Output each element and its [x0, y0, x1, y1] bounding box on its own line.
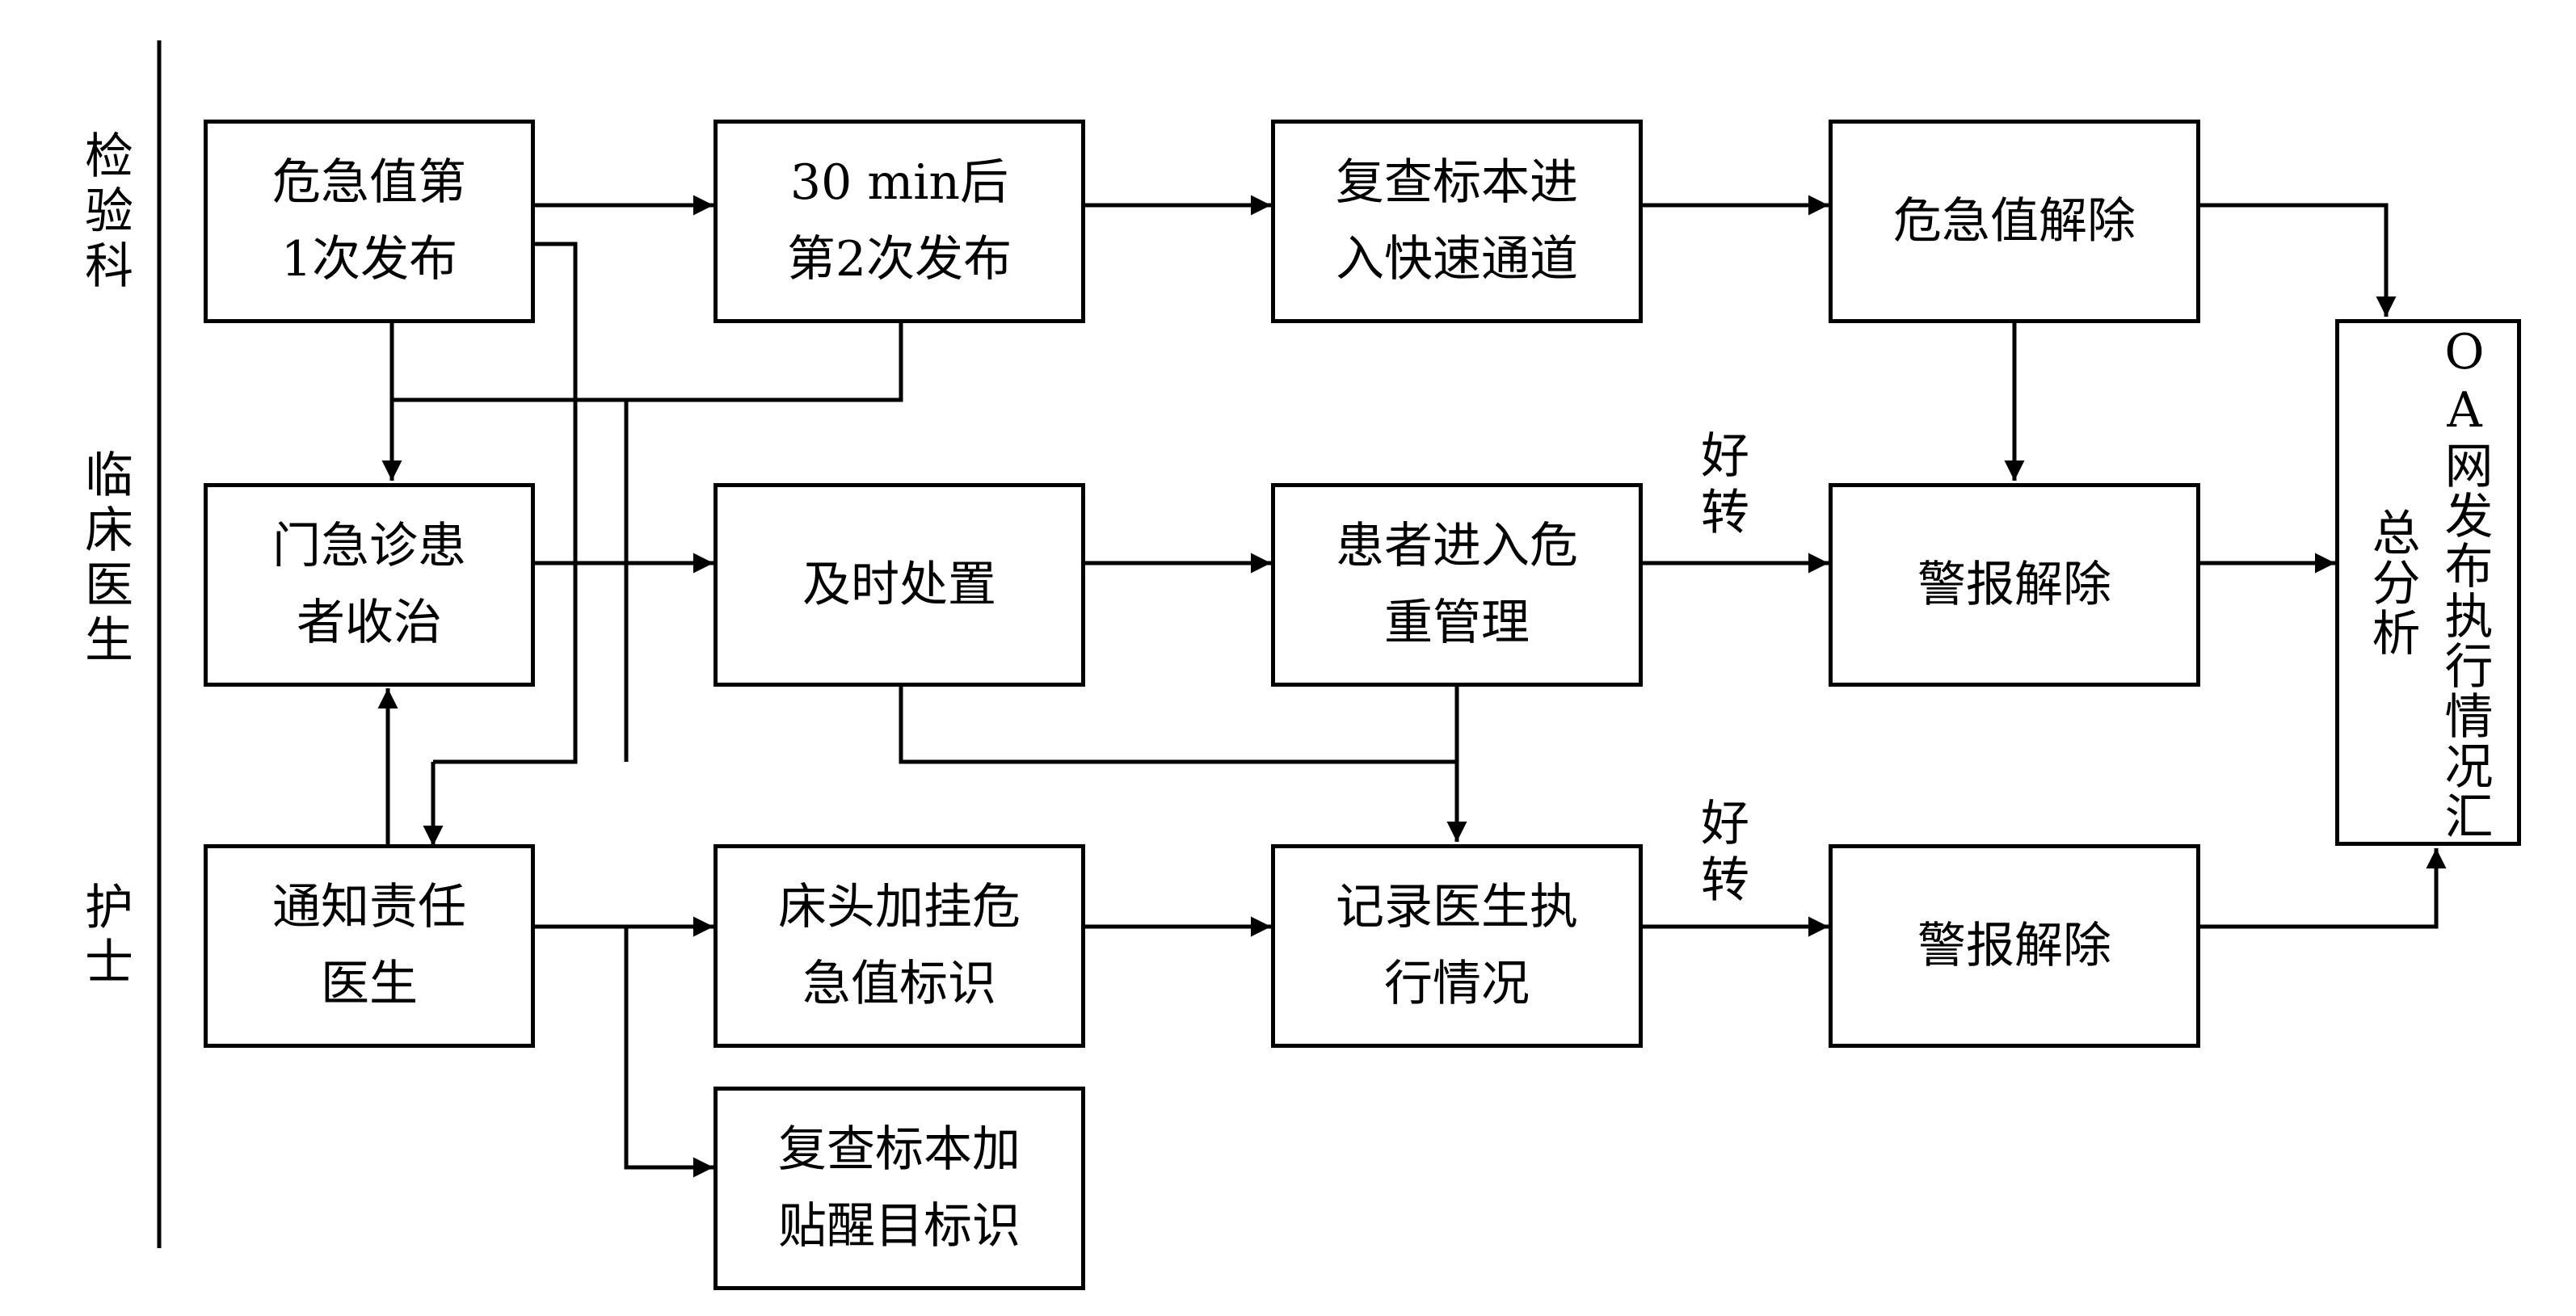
line-b2-to-b9 — [392, 397, 629, 762]
box-label: 床头加挂危 急值标识 — [778, 879, 1021, 1012]
arrow-b12-oa — [2200, 848, 2447, 929]
box-alarm-cleared-clinic: 警报解除 — [1829, 483, 2200, 687]
box-recheck-sample-label: 复查标本加 贴醒目标识 — [713, 1087, 1085, 1290]
arrow-b4-oa — [2200, 203, 2397, 317]
lane-label-nurse: 护 士 — [85, 880, 133, 991]
note-improvement-2: 好 转 — [1701, 796, 1749, 909]
box-label: 危急值第 1次发布 — [272, 154, 466, 288]
box-critical-value-first-release: 危急值第 1次发布 — [204, 120, 535, 323]
line-b6-merge — [899, 683, 1457, 764]
box-timely-treatment: 及时处置 — [713, 483, 1085, 687]
lane-label-clinic: 临 床 医 生 — [85, 448, 133, 669]
box-label: 及时处置 — [802, 556, 996, 613]
box-label: 通知责任 医生 — [272, 879, 466, 1012]
box-label: 复查标本加 贴醒目标识 — [778, 1121, 1021, 1255]
line-b1-to-b9 — [433, 242, 578, 764]
box-oa-summary: OA网发布执行情况汇总分析 — [2335, 319, 2521, 846]
box-bedside-label: 床头加挂危 急值标识 — [713, 844, 1085, 1048]
box-recheck-fast-track: 复查标本进 入快速通道 — [1271, 120, 1643, 323]
note-improvement-1: 好 转 — [1701, 428, 1749, 541]
arrow-b9-b13 — [624, 927, 713, 1178]
box-record-execution: 记录医生执 行情况 — [1271, 844, 1643, 1048]
box-label: 30 min后 第2次发布 — [786, 154, 1012, 288]
box-alarm-cleared-nurse: 警报解除 — [1829, 844, 2200, 1048]
box-label: 危急值解除 — [1893, 192, 2136, 250]
box-label: 患者进入危 重管理 — [1336, 518, 1578, 651]
line-b2-merge — [392, 323, 903, 402]
box-critical-care-management: 患者进入危 重管理 — [1271, 483, 1643, 687]
box-label: 记录医生执 行情况 — [1336, 879, 1578, 1012]
box-label: 复查标本进 入快速通道 — [1336, 154, 1578, 288]
box-critical-value-cleared: 危急值解除 — [1829, 120, 2200, 323]
box-second-release: 30 min后 第2次发布 — [713, 120, 1085, 323]
lane-label-lab: 检 验 科 — [85, 128, 133, 295]
box-notify-doctor: 通知责任 医生 — [204, 844, 535, 1048]
box-patient-admission: 门急诊患 者收治 — [204, 483, 535, 687]
box-label: 门急诊患 者收治 — [272, 518, 466, 651]
box-label: OA网发布执行情况汇总分析 — [2363, 324, 2493, 841]
box-label: 警报解除 — [1917, 556, 2111, 613]
box-label: 警报解除 — [1917, 917, 2111, 974]
